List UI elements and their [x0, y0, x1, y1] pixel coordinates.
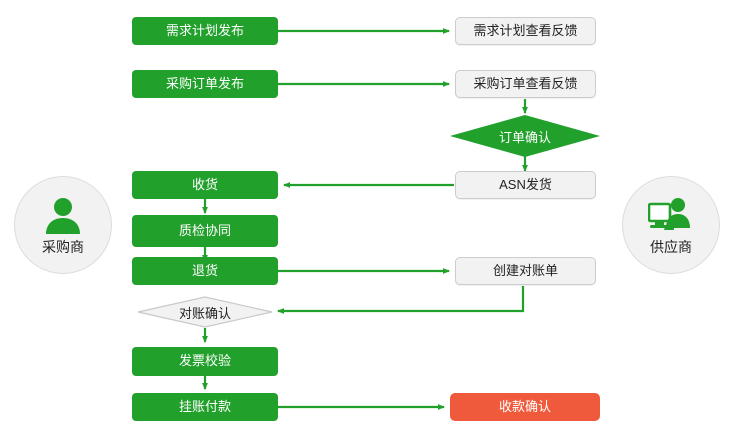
actor-supplier-label: 供应商	[650, 239, 692, 255]
computer-user-icon	[648, 193, 694, 235]
node-goods-receipt[interactable]: 收货	[132, 171, 278, 199]
actor-buyer-label: 采购商	[42, 239, 84, 255]
edge-n10-n11	[277, 286, 525, 314]
node-quality-inspection-collab[interactable]: 质检协同	[132, 215, 278, 247]
node-demand-plan-publish[interactable]: 需求计划发布	[132, 17, 278, 45]
actor-buyer: 采购商	[14, 176, 112, 274]
node-order-confirm-label: 订单确认	[498, 129, 551, 145]
node-demand-plan-view-feedback[interactable]: 需求计划查看反馈	[455, 17, 596, 45]
actor-supplier: 供应商	[622, 176, 720, 274]
node-purchase-order-view-feedback[interactable]: 采购订单查看反馈	[455, 70, 596, 98]
node-asn-shipment[interactable]: ASN发货	[455, 171, 596, 199]
node-payable-payment[interactable]: 挂账付款	[132, 393, 278, 421]
node-invoice-verification[interactable]: 发票校验	[132, 347, 278, 376]
node-goods-return[interactable]: 退货	[132, 257, 278, 285]
node-reconciliation-confirm-label: 对账确认	[178, 305, 231, 321]
person-icon	[40, 193, 86, 235]
node-purchase-order-publish[interactable]: 采购订单发布	[132, 70, 278, 98]
node-payment-receipt-confirm[interactable]: 收款确认	[450, 393, 600, 421]
node-order-confirm[interactable]: 订单确认	[450, 115, 600, 157]
node-create-reconciliation[interactable]: 创建对账单	[455, 257, 596, 285]
node-reconciliation-confirm[interactable]: 对账确认	[137, 296, 273, 328]
